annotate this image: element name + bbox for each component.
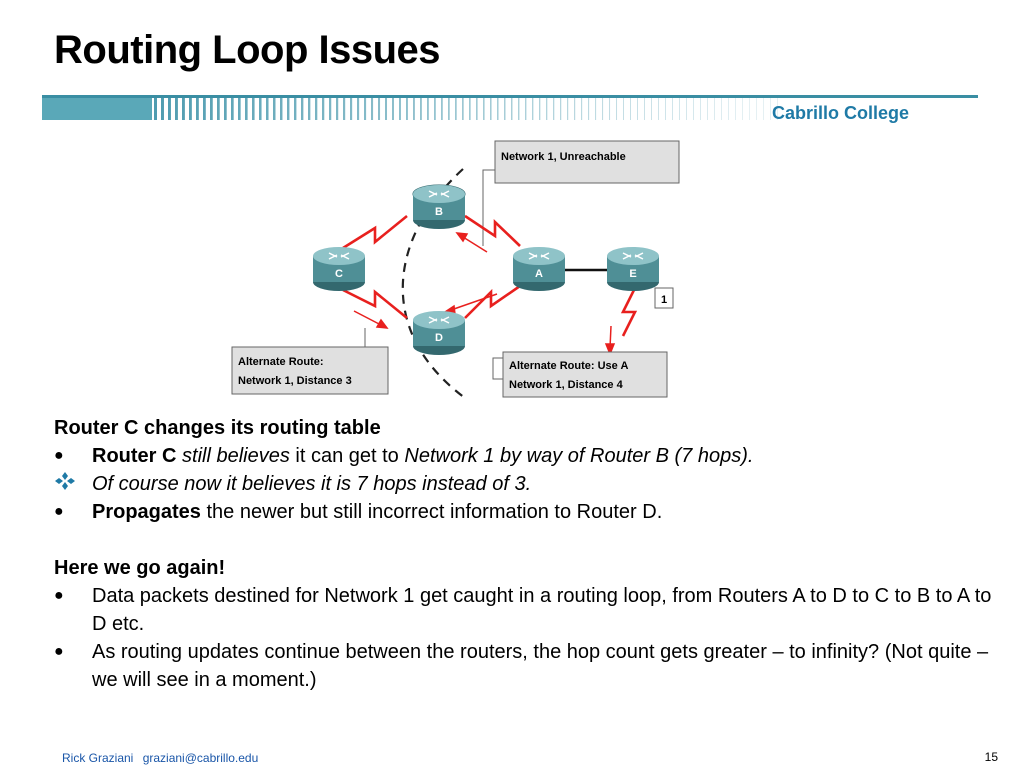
network-1-label: 1 [661, 294, 667, 306]
link-a-d [464, 284, 521, 319]
callout-connector-right [492, 357, 503, 380]
s2-b2-text: As routing updates continue between the … [92, 641, 989, 691]
b1-italic: still believes [182, 445, 290, 467]
update-arrow-a-d [450, 293, 498, 311]
bullet-dot-icon: ● [54, 503, 64, 520]
page-number: 15 [984, 750, 998, 764]
header-banner [42, 95, 978, 120]
router-c-label: C [335, 268, 343, 280]
callout-alternate-c-line1: Alternate Route: [238, 356, 324, 368]
router-a-label: A [535, 268, 543, 280]
router-b-icon: B [412, 184, 466, 229]
network-1-box [654, 287, 674, 309]
b1-bold: Router C [92, 445, 177, 467]
bullet-dot-icon: ● [54, 587, 64, 604]
footer-author: Rick Graziani graziani@cabrillo.edu [62, 751, 258, 765]
b2-italic: Of course now it believes it is 7 hops i… [92, 473, 532, 495]
link-c-b [342, 214, 408, 250]
callout-alternate-c [231, 346, 389, 395]
router-d-icon: D [413, 311, 465, 355]
callout-alternate-d [502, 351, 668, 398]
update-arrow-a-b [462, 236, 488, 253]
list-item: Of course now it believes it is 7 hops i… [54, 470, 994, 498]
slide-title: Routing Loop Issues [54, 28, 441, 72]
b1-text: it can get to [295, 445, 399, 467]
b3-bold: Propagates [92, 501, 201, 523]
footer-email: graziani@cabrillo.edu [142, 751, 259, 765]
s2-b1-text: Data packets destined for Network 1 get … [92, 585, 992, 635]
b1-italic2: Network 1 by way of Router B (7 hops). [404, 445, 754, 467]
link-e-net1 [620, 287, 638, 337]
list-item: ● Data packets destined for Network 1 ge… [54, 582, 994, 638]
bullet-dot-icon: ● [54, 643, 64, 660]
router-e-icon: E [607, 247, 659, 291]
router-a-icon: A [513, 247, 565, 291]
network-diagram: B C A E D 1 Network 1, Unreachable [231, 140, 680, 399]
b3-text: the newer but still incorrect informatio… [206, 501, 663, 523]
list-item: ● As routing updates continue between th… [54, 638, 994, 694]
router-e-label: E [629, 268, 636, 280]
diamond-bullet-icon [54, 470, 86, 498]
callout-alternate-d-line2: Network 1, Distance 4 [509, 379, 624, 391]
callout-connector-top [482, 169, 495, 246]
bullet-dot-icon: ● [54, 447, 64, 464]
callout-alternate-d-line1: Alternate Route: Use A [509, 360, 628, 372]
section1-heading: Router C changes its routing table [54, 417, 381, 439]
callout-unreachable-text: Network 1, Unreachable [501, 151, 626, 163]
section2-heading: Here we go again! [54, 557, 226, 579]
callout-alternate-c-line2: Network 1, Distance 3 [238, 375, 352, 387]
callout-unreachable [494, 140, 680, 184]
college-logo-text: Cabrillo College [772, 103, 910, 123]
slide-body: Router C changes its routing table ● Rou… [54, 414, 994, 694]
router-d-label: D [435, 332, 443, 344]
footer-author-name: Rick Graziani [62, 751, 134, 765]
router-b-label: B [435, 206, 443, 218]
update-arrow-c-d [353, 310, 382, 326]
router-c-icon: C [313, 247, 365, 291]
list-item: ● Router C still believes it can get to … [54, 442, 994, 470]
link-c-d [342, 288, 408, 320]
link-b-a [464, 214, 521, 247]
list-item: ● Propagates the newer but still incorre… [54, 498, 994, 526]
